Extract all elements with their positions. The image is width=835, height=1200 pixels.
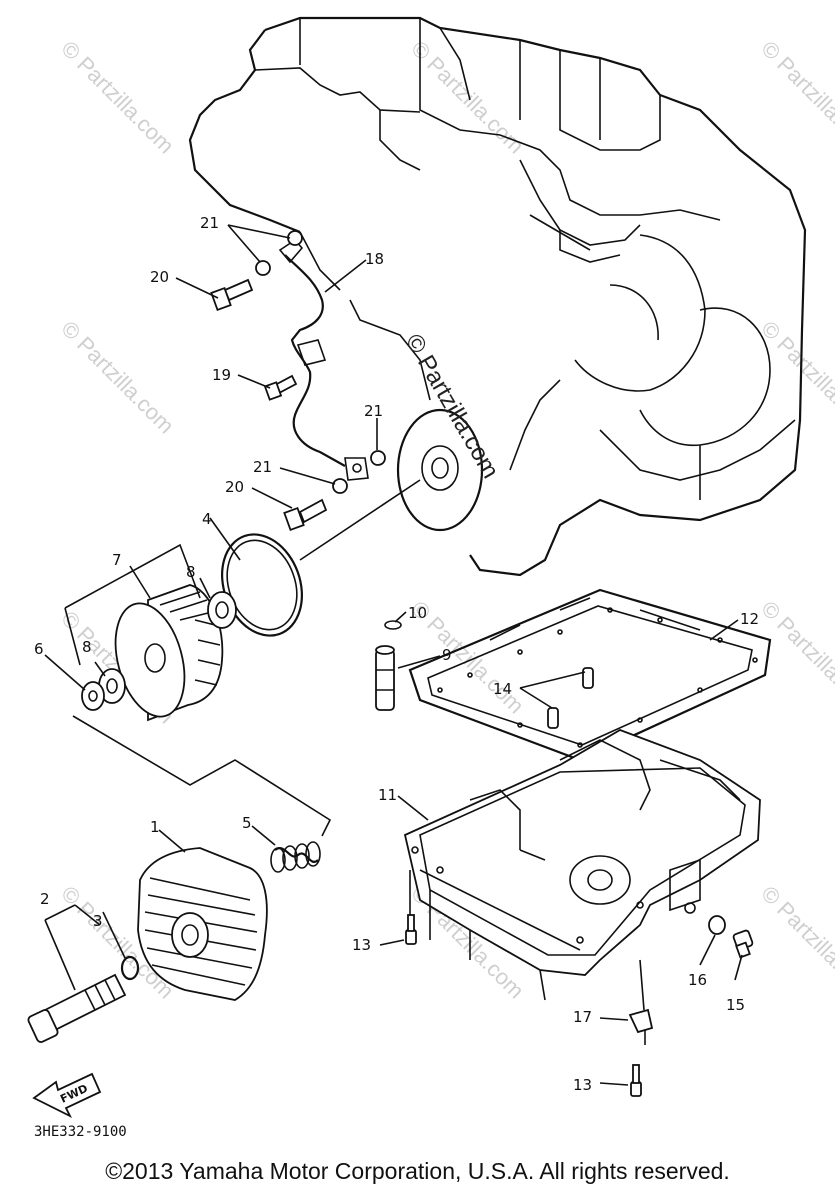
callout-13b: 13 [573, 1076, 592, 1094]
callout-7: 7 [112, 551, 122, 569]
callout-21b: 21 [364, 402, 383, 420]
callout-9: 9 [442, 646, 452, 664]
callout-6: 6 [34, 640, 44, 658]
banjo-bolts [210, 230, 386, 532]
o-ring-10 [384, 620, 402, 630]
drain-plug-15 [732, 929, 754, 959]
center-watermark: © Partzilla.com [400, 330, 504, 484]
bracket-filter-group [64, 543, 332, 837]
oil-pan [403, 729, 761, 1001]
watermark-tc: © Partzilla.com [406, 36, 529, 159]
callout-12: 12 [740, 610, 759, 628]
oil-pan-gasket [408, 588, 772, 762]
callout-4: 4 [202, 510, 212, 528]
callout-8a: 8 [186, 563, 196, 581]
watermark-mr: © Partzilla.com [756, 316, 835, 439]
callout-20b: 20 [225, 478, 244, 496]
watermark-tr: © Partzilla.com [756, 36, 835, 159]
washer-8a [207, 591, 237, 629]
gasket-16 [708, 915, 726, 935]
callout-20a: 20 [150, 268, 169, 286]
callout-19: 19 [212, 366, 231, 384]
callout-8b: 8 [82, 638, 92, 656]
callout-16: 16 [688, 971, 707, 989]
watermark-br: © Partzilla.com [756, 881, 835, 1004]
callout-14: 14 [493, 680, 512, 698]
bracket-2-3 [44, 904, 101, 991]
washer-6 [81, 681, 105, 711]
bolt-13a [405, 914, 417, 945]
callout-3: 3 [93, 912, 103, 930]
oil-pressure-line [278, 238, 369, 481]
copyright-notice: ©2013 Yamaha Motor Corporation, U.S.A. A… [105, 1158, 730, 1184]
callout-10: 10 [408, 604, 427, 622]
callout-15: 15 [726, 996, 745, 1014]
callout-2: 2 [40, 890, 50, 908]
dowel-pin-14b [547, 707, 559, 729]
engine-block [188, 16, 807, 577]
callout-21a: 21 [200, 214, 219, 232]
callout-17: 17 [573, 1008, 592, 1026]
callout-18: 18 [365, 250, 384, 268]
callout-5: 5 [242, 814, 252, 832]
bracket-17 [628, 1008, 654, 1034]
dowel-pin-14a [582, 667, 594, 689]
watermark-tl: © Partzilla.com [56, 36, 179, 159]
callout-11: 11 [378, 786, 397, 804]
oil-pipe-9 [375, 645, 395, 711]
leader-filter-engine [299, 479, 421, 561]
callout-21c: 21 [253, 458, 272, 476]
leader-lines [44, 224, 743, 1086]
callout-1: 1 [150, 818, 160, 836]
filter-mount-flange [396, 408, 484, 532]
callout-labels: 21 20 18 19 21 21 20 4 7 8 8 6 10 9 12 1… [34, 214, 759, 1094]
o-ring-3 [120, 955, 140, 981]
callout-13a: 13 [352, 936, 371, 954]
watermark-ml: © Partzilla.com [56, 316, 179, 439]
fwd-arrow-icon: FWD [32, 1072, 102, 1119]
union-bolt-2 [27, 973, 127, 1043]
spring-5 [270, 841, 321, 873]
oil-filter-element [114, 584, 224, 722]
diagram-code: 3HE332-9100 [34, 1124, 127, 1140]
bolt-13b [630, 1064, 642, 1097]
